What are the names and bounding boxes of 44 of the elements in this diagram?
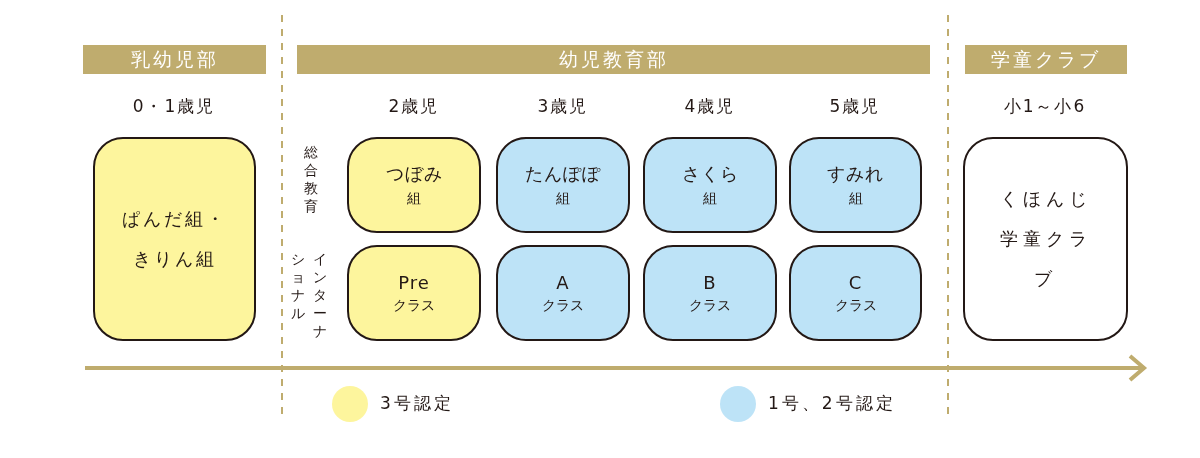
column-heading: 0・1歳児 [132, 95, 216, 118]
rounded-box [643, 137, 777, 233]
section-title: 乳幼児部 [130, 46, 219, 72]
class-name: たんぽぽ [525, 162, 601, 186]
class-suffix: 組 [407, 190, 421, 208]
rounded-box [789, 137, 922, 233]
class-name: ぱんだ組・きりん組 [121, 207, 228, 271]
legend-label: 1号、2号認定 [768, 392, 896, 415]
row-heading: インターナショナル [290, 250, 328, 341]
class-name: つぼみ [385, 162, 443, 186]
class-name: くほんじ学童クラブ [998, 187, 1093, 291]
rounded-box [963, 137, 1128, 341]
row-heading: 総合教育 [303, 143, 319, 215]
class-suffix: 組 [848, 190, 863, 208]
class-suffix: クラス [834, 296, 877, 315]
class-suffix: クラス [542, 296, 584, 315]
class-name: Pre [398, 271, 430, 293]
class-suffix: 組 [703, 190, 717, 208]
section-header-bar [965, 45, 1127, 74]
legend-label: 3号認定 [380, 392, 454, 415]
section-title: 幼児教育部 [558, 46, 669, 72]
column-heading: 4歳児 [684, 95, 736, 118]
rounded-box [496, 137, 630, 233]
class-name: さくら [681, 162, 739, 186]
section-header-bar [297, 45, 930, 74]
rounded-box [347, 245, 481, 341]
rounded-box [93, 137, 256, 341]
class-name: C [848, 271, 863, 293]
rounded-box [643, 245, 777, 341]
rounded-box [496, 245, 630, 341]
class-suffix: 組 [556, 190, 570, 208]
section-title: 学童クラブ [991, 46, 1101, 72]
class-suffix: クラス [393, 296, 435, 315]
column-heading: 2歳児 [388, 95, 440, 118]
rounded-box [347, 137, 481, 233]
class-name: A [556, 271, 570, 293]
section-header-bar [83, 45, 266, 74]
column-heading: 小1～小6 [1003, 95, 1087, 118]
class-suffix: クラス [689, 296, 731, 315]
class-name: B [703, 271, 717, 293]
rounded-box [789, 245, 922, 341]
column-heading: 5歳児 [829, 95, 881, 118]
column-heading: 3歳児 [537, 95, 589, 118]
class-name: すみれ [827, 162, 884, 186]
